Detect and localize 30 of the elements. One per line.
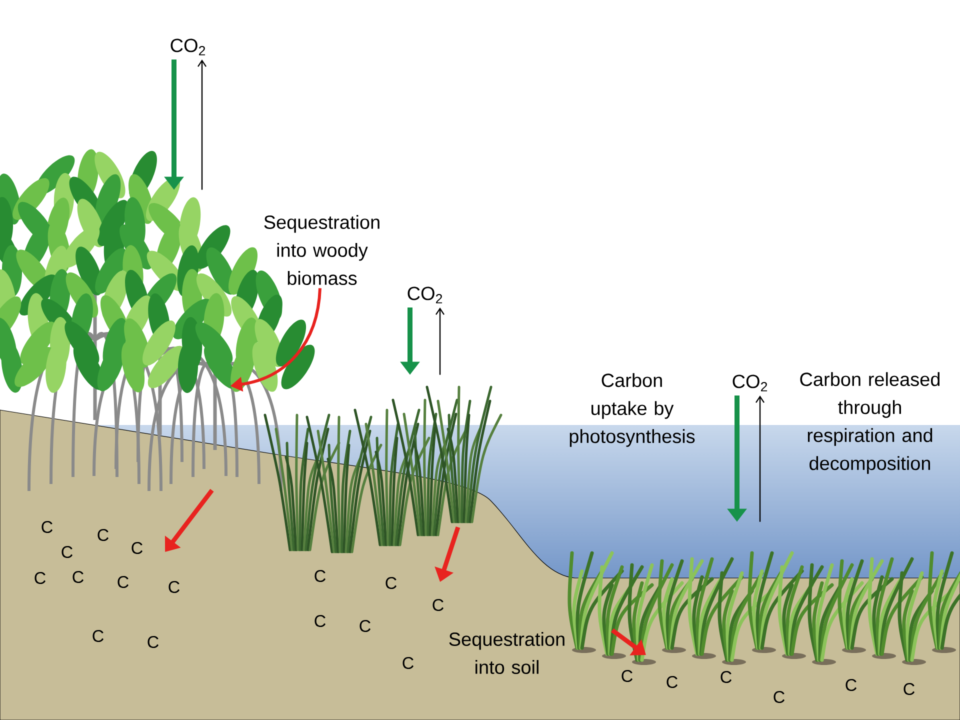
- arrow: [198, 60, 206, 190]
- seagrass-drawing: [568, 551, 960, 665]
- carbon-symbol: C: [402, 657, 414, 670]
- carbon-symbol: C: [168, 581, 180, 594]
- co2-label: CO$_{2}$: [408, 286, 442, 304]
- saltmarsh-grass-drawing: [264, 386, 502, 554]
- carbon-symbol: C: [314, 615, 326, 628]
- carbon-symbol: C: [62, 546, 72, 558]
- annotation-text: Sequestration into soil: [449, 632, 564, 674]
- carbon-symbol: C: [98, 528, 108, 542]
- arrow: [436, 308, 444, 375]
- carbon-symbol: C: [118, 576, 128, 588]
- carbon-symbol: C: [132, 542, 142, 554]
- process-label: Sequestration into woody biomass: [264, 215, 380, 285]
- carbon-symbol: C: [314, 570, 326, 582]
- annotation-text: Carbon released through respiration and decomposition: [800, 372, 940, 474]
- carbon-symbol: C: [386, 577, 396, 590]
- carbon-symbol: C: [774, 691, 784, 704]
- co2-label: CO$_{2}$: [732, 374, 768, 392]
- carbon-symbol: C: [72, 570, 84, 584]
- carbon-symbol: C: [432, 599, 444, 612]
- co2-label: CO$_{2}$: [170, 38, 206, 56]
- arrow: [756, 396, 764, 522]
- carbon-symbol: C: [34, 572, 46, 584]
- carbon-symbol: C: [92, 630, 104, 642]
- annotation-text: Carbon uptake by photosynthesis: [570, 373, 695, 447]
- carbon-symbol: C: [42, 520, 52, 534]
- carbon-symbol: C: [904, 683, 914, 696]
- carbon-symbol: C: [360, 620, 370, 632]
- carbon-symbol: C: [148, 636, 158, 648]
